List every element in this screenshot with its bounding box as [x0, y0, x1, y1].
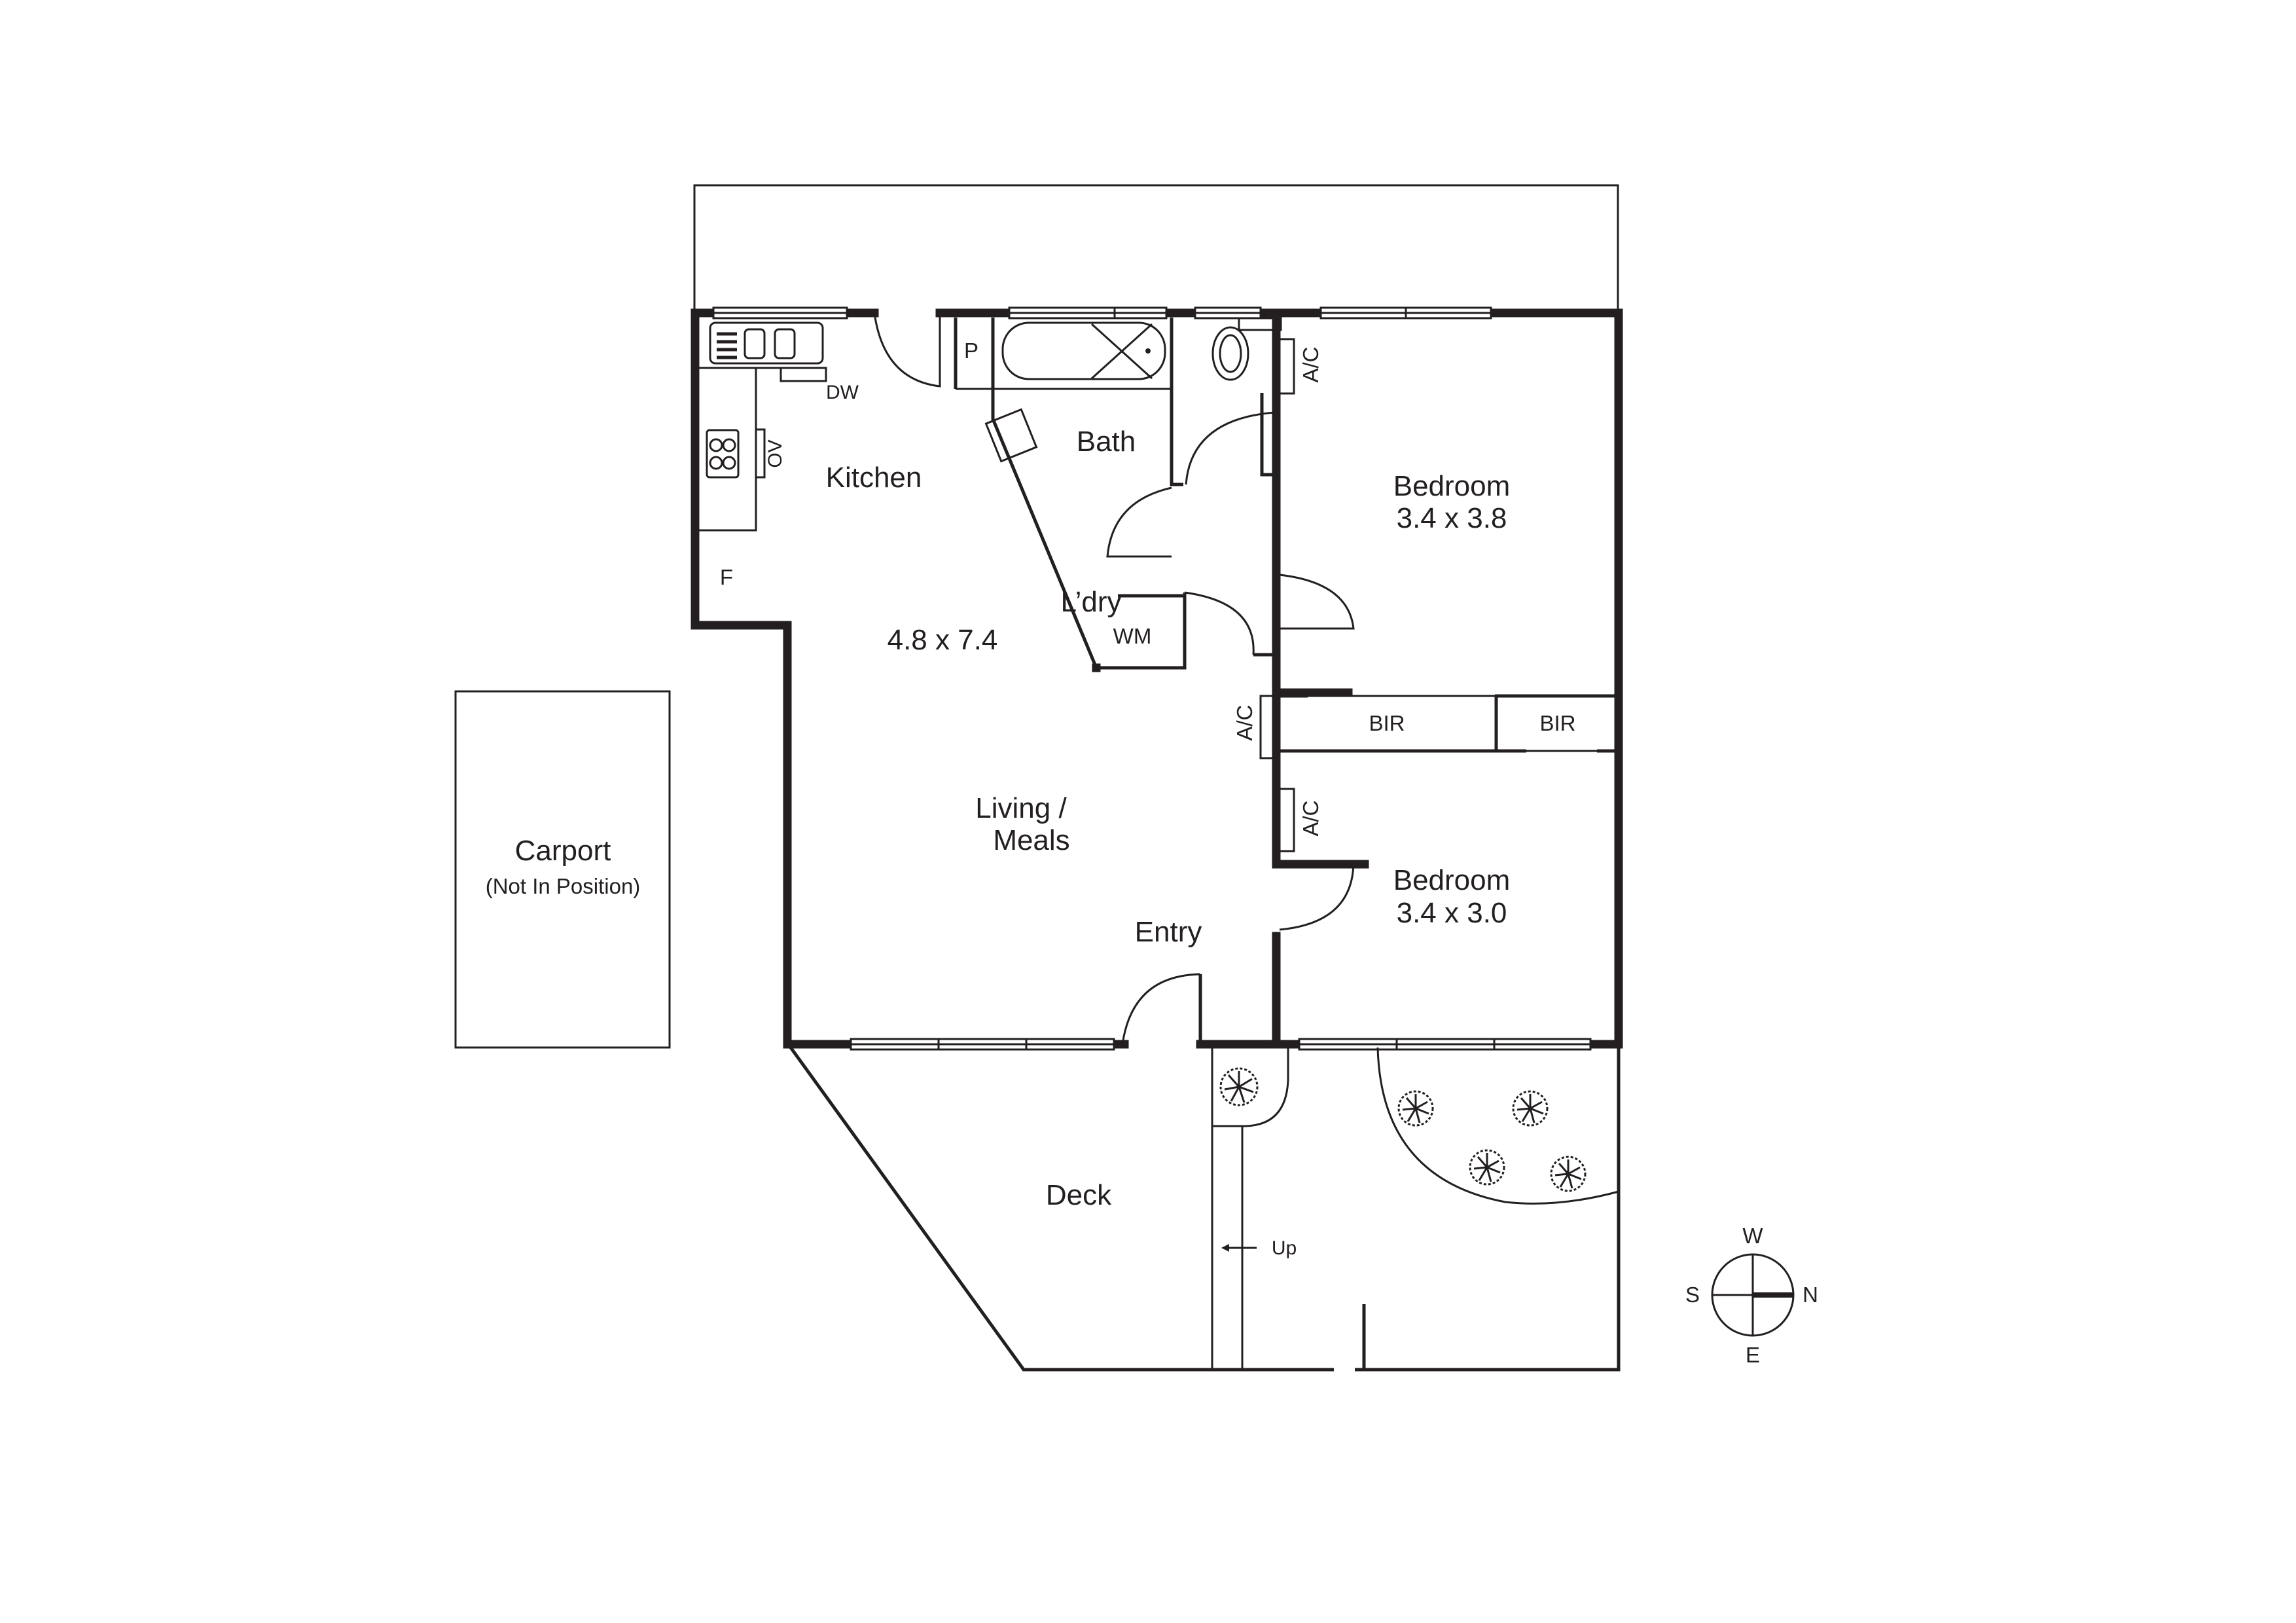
tree-icon	[1512, 1090, 1549, 1127]
compass-icon	[1711, 1253, 1795, 1337]
bedroom2-dimensions: 3.4 x 3.0	[1396, 897, 1507, 930]
compass-south-label: S	[1685, 1283, 1700, 1307]
bath-label: Bath	[1076, 426, 1136, 458]
interior-walls	[954, 308, 1619, 1049]
bir2-label: BIR	[1539, 711, 1576, 736]
deck-label: Deck	[1045, 1179, 1112, 1212]
kitchen-fixtures	[698, 321, 827, 532]
tree-icon	[1219, 1067, 1259, 1106]
dishwasher-label: DW	[826, 381, 859, 403]
compass-north-label: N	[1803, 1283, 1818, 1307]
stairs-up-label: Up	[1271, 1237, 1297, 1259]
ac-units	[1259, 338, 1295, 852]
pantry-label: P	[963, 338, 979, 363]
compass-east-label: E	[1745, 1343, 1761, 1368]
entry-label: Entry	[1134, 916, 1202, 949]
bedroom1-label: Bedroom	[1393, 470, 1511, 503]
carport-note: (Not In Position)	[485, 874, 641, 899]
bedroom2-label: Bedroom	[1393, 864, 1511, 897]
bath-fixtures	[984, 317, 1282, 463]
tree-icons	[1219, 1067, 1587, 1192]
bedroom1-dimensions: 3.4 x 3.8	[1396, 502, 1507, 535]
kitchen-label: Kitchen	[825, 462, 922, 494]
living-label: Living /	[975, 792, 1067, 825]
windows	[712, 306, 1592, 1051]
washing-machine-label: WM	[1113, 624, 1152, 649]
ac-living-label: A/C	[1232, 704, 1257, 741]
tree-icon	[1550, 1156, 1587, 1192]
deck-and-garden	[789, 1046, 1621, 1372]
ac-bedroom1-label: A/C	[1299, 346, 1323, 383]
carport-outline	[454, 690, 671, 1049]
bir1-label: BIR	[1369, 711, 1405, 736]
carport-label: Carport	[514, 835, 611, 867]
fridge-label: F	[719, 565, 734, 590]
door-swings	[873, 312, 1355, 1045]
meals-label: Meals	[993, 824, 1070, 857]
oven-label: OV	[764, 439, 786, 468]
rear-yard-boundary	[693, 184, 1619, 313]
laundry-label: L’dry	[1060, 586, 1122, 619]
living-dimensions: 4.8 x 7.4	[887, 624, 998, 657]
compass-west-label: W	[1742, 1224, 1763, 1249]
tree-icon	[1469, 1149, 1505, 1186]
tree-icon	[1397, 1090, 1434, 1127]
ac-bedroom2-label: A/C	[1299, 800, 1323, 837]
